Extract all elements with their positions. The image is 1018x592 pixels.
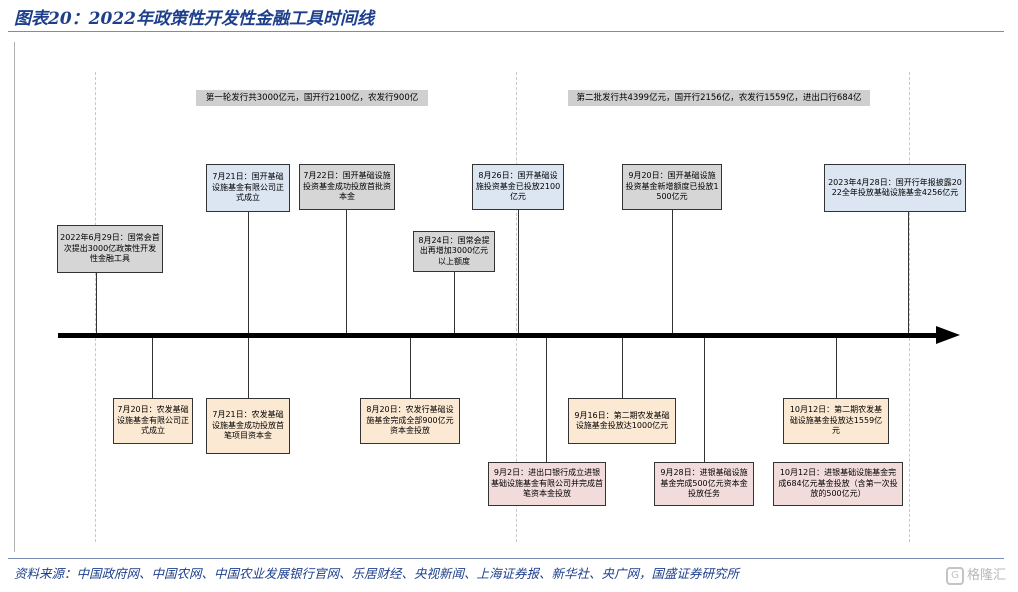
connector-line — [908, 212, 909, 334]
event-box-2023-04-28: 2023年4月28日：国开行年报披露2022全年投放基础设施基金4256亿元 — [824, 164, 966, 212]
connector-line — [346, 210, 347, 334]
connector-line — [622, 338, 623, 398]
connector-line — [96, 273, 97, 334]
event-box-08-26: 8月26日：国开基础设施投资基金已投放2100亿元 — [472, 164, 564, 210]
event-box-09-16: 9月16日：第二期农发基础设施基金投放达1000亿元 — [568, 398, 676, 444]
phase-label-first-round: 第一轮发行共3000亿元，国开行2100亿，农发行900亿 — [196, 90, 428, 106]
phase-label-second-batch: 第二批发行共4399亿元，国开行2156亿，农发行1559亿，进出口行684亿 — [568, 90, 870, 106]
phase-guide-line — [516, 72, 517, 542]
watermark-logo-icon: G — [946, 566, 964, 585]
connector-line — [672, 210, 673, 334]
event-box-2022-06-29: 2022年6月29日：国常会首次提出3000亿政策性开发性金融工具 — [57, 225, 163, 273]
arrow-right-icon — [936, 326, 960, 344]
source-divider — [8, 558, 1004, 559]
event-box-08-24: 8月24日：国常会提出再增加3000亿元以上额度 — [413, 231, 495, 272]
event-box-09-28: 9月28日：进银基础设施基金完成500亿元资本金投放任务 — [654, 462, 754, 506]
watermark-text: 格隆汇 — [967, 568, 1007, 583]
event-box-10-12-eximbank: 10月12日：进银基础设施基金完成684亿元基金投放（含第一次投放的500亿元） — [773, 462, 903, 506]
connector-line — [518, 210, 519, 334]
title-divider — [8, 31, 1004, 32]
left-border — [14, 42, 15, 552]
event-box-07-20: 7月20日：农发基础设施基金有限公司正式成立 — [113, 398, 193, 444]
connector-line — [248, 338, 249, 398]
phase-guide-line — [909, 72, 910, 542]
connector-line — [836, 338, 837, 398]
event-box-07-21-adbc-fund: 7月21日：农发基础设施基金成功投放首笔项目资本金 — [206, 398, 290, 454]
phase-guide-line — [95, 72, 96, 542]
connector-line — [152, 338, 153, 398]
timeline-axis — [58, 333, 938, 338]
connector-line — [248, 212, 249, 334]
event-box-07-22: 7月22日：国开基础设施投资基金成功投放首批资本金 — [299, 164, 395, 210]
connector-line — [546, 338, 547, 462]
event-box-08-20: 8月20日：农发行基础设施基金完成全部900亿元资本金投放 — [360, 398, 460, 444]
event-box-07-21-cdb-fund: 7月21日：国开基础设施基金有限公司正式成立 — [206, 164, 290, 212]
figure-title: 图表20：2022年政策性开发性金融工具时间线 — [14, 9, 374, 29]
source-note: 资料来源：中国政府网、中国农网、中国农业发展银行官网、乐居财经、央视新闻、上海证… — [14, 566, 740, 581]
connector-line — [410, 338, 411, 398]
connector-line — [454, 272, 455, 334]
event-box-10-12-adbc: 10月12日：第二期农发基础设施基金投放达1559亿元 — [783, 398, 889, 444]
event-box-09-02: 9月2日：进出口银行成立进银基础设施基金有限公司并完成首笔资本金投放 — [488, 462, 606, 506]
event-box-09-20: 9月20日：国开基础设施投资基金新增额度已投放1500亿元 — [622, 164, 722, 210]
connector-line — [704, 338, 705, 462]
